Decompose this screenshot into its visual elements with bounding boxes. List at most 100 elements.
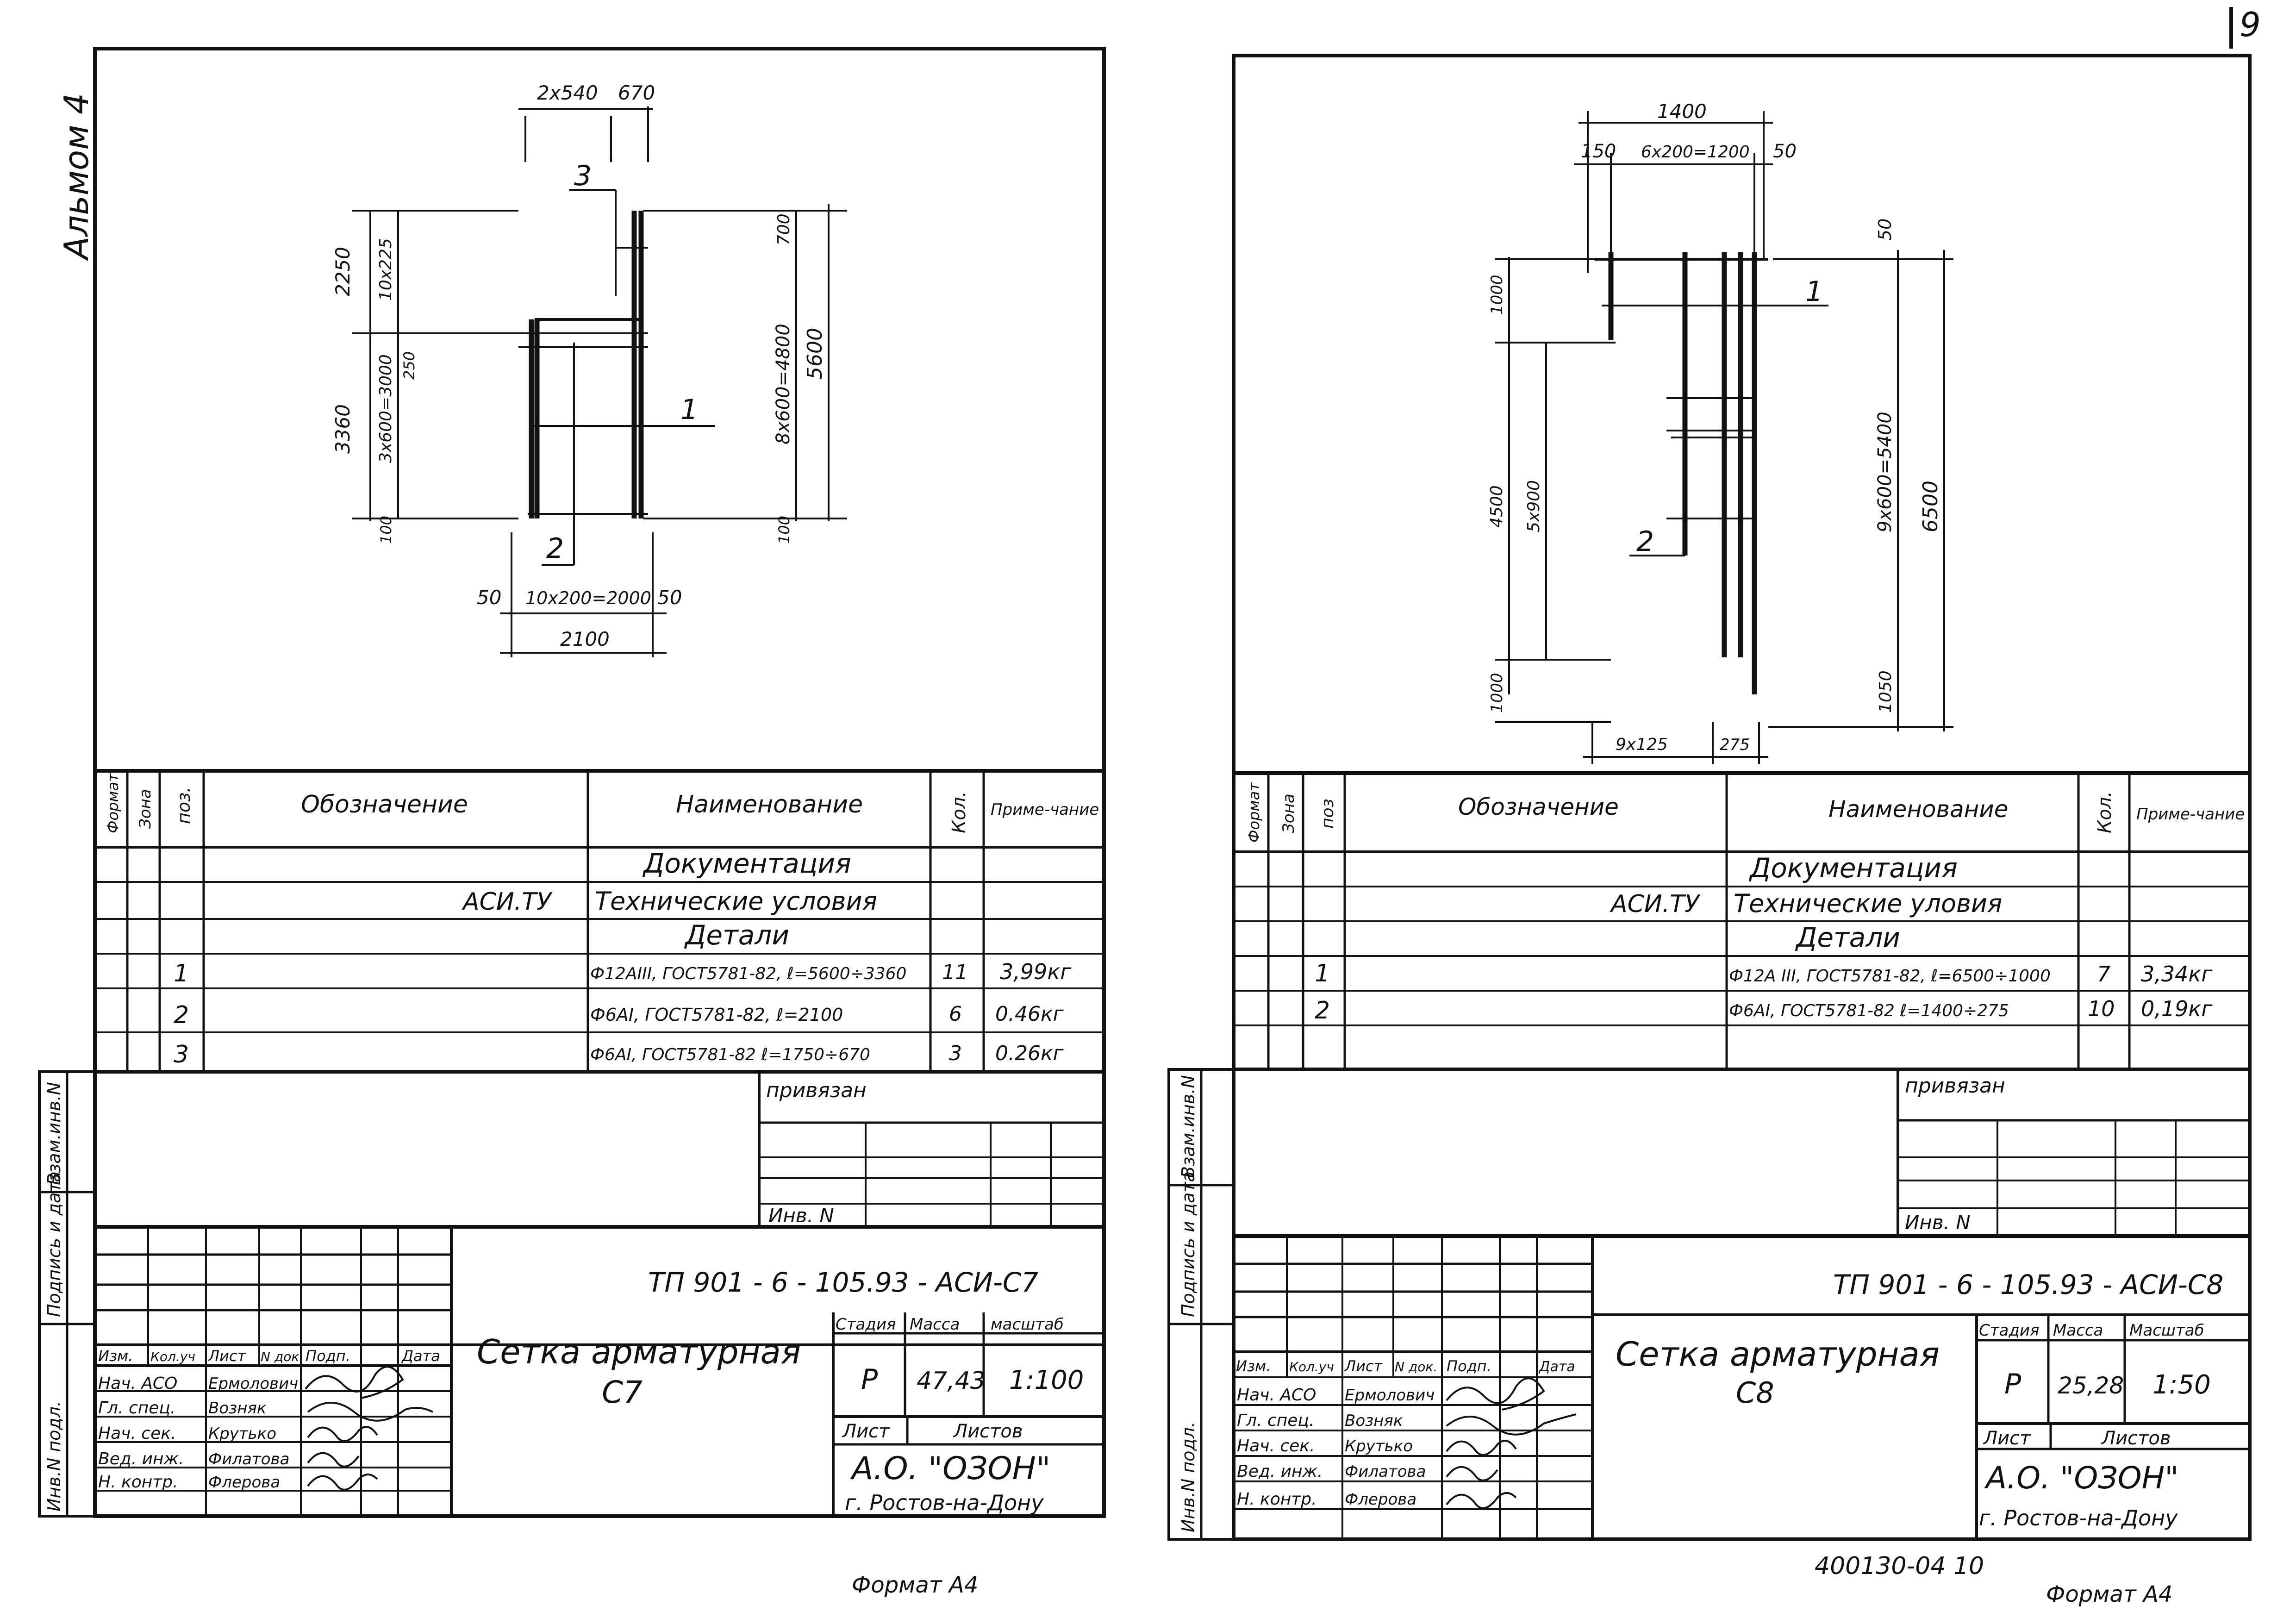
pos-2-label: 2	[1636, 525, 1654, 558]
masshtab-label: масштаб	[991, 1315, 1064, 1334]
stadiya-label: Стадия	[1979, 1321, 2039, 1340]
inv-n-label: Инв. N	[1905, 1211, 1971, 1234]
hdr-podp: Подп.	[306, 1347, 350, 1365]
dim-6500: 6500	[1919, 481, 1942, 532]
hdr-data: Дата	[1538, 1359, 1575, 1375]
side-stamp: Взам.инв.N Подпись и дата Инв.N подл.	[38, 1070, 96, 1518]
hdr-list: Лист	[208, 1347, 246, 1365]
staff-role-5: Н. контр.	[1237, 1490, 1317, 1509]
drawing-c8: 1400 150 6x200=1200 50 1	[1487, 100, 1953, 764]
signature-1	[305, 1366, 404, 1399]
masshtab-label: Масштаб	[2129, 1321, 2204, 1340]
title-line2: С8	[1736, 1376, 1774, 1410]
masshtab-value: 1:100	[1009, 1365, 1084, 1395]
staff-role-1: Нач. АСО	[1237, 1386, 1316, 1405]
staff-name-2: Возняк	[208, 1399, 267, 1418]
org-name: А.О. "ОЗОН"	[850, 1450, 1050, 1487]
hdr-designation: Обозначение	[1458, 793, 1619, 820]
signature-2	[307, 1402, 433, 1422]
spec-table-c7: Формат Зона поз. Обозначение Наименовани…	[95, 769, 1104, 1074]
row3-name: Ф6АI, ГОСТ5781-82 ℓ=1750÷670	[590, 1045, 870, 1064]
row3-qty: 3	[949, 1042, 962, 1065]
staff-role-4: Вед. инж.	[1237, 1462, 1323, 1481]
staff-role-1: Нач. АСО	[98, 1374, 177, 1393]
hdr-note: Приме-чание	[991, 800, 1099, 819]
stamp-podpis: Подпись и дата	[44, 1171, 64, 1317]
staff-role-2: Гл. спец.	[98, 1399, 175, 1418]
signature-4	[307, 1452, 360, 1468]
hdr-qty: Кол.	[2094, 791, 2115, 833]
row2-pos: 2	[1315, 997, 1330, 1024]
dim-5600: 5600	[803, 328, 827, 380]
row1-qty: 7	[2097, 962, 2110, 987]
dim-9x125: 9x125	[1616, 735, 1668, 754]
row1-pos: 1	[1315, 960, 1330, 987]
dim-1400: 1400	[1657, 100, 1707, 123]
hdr-podp: Подп.	[1447, 1357, 1491, 1375]
staff-name-2: Возняк	[1345, 1412, 1403, 1430]
doc-name: Технические условия	[595, 887, 877, 916]
pos-2-label: 2	[546, 532, 564, 565]
sheet-frame	[93, 47, 1106, 1518]
dim-1000a: 1000	[1488, 275, 1506, 315]
dim-4500: 4500	[1487, 485, 1506, 528]
dim-250: 250	[400, 351, 418, 380]
row1-name: Ф12АIII, ГОСТ5781-82, ℓ=5600÷3360	[590, 964, 906, 983]
massa-value: 47,43	[917, 1367, 986, 1395]
dim-50b: 50	[1875, 219, 1895, 241]
staff-role-2: Гл. спец.	[1237, 1411, 1314, 1430]
row2-note: 0.46кг	[995, 1002, 1064, 1026]
row1-name: Ф12А III, ГОСТ5781-82, ℓ=6500÷1000	[1729, 967, 2051, 986]
section-doc: Документация	[1748, 852, 1958, 884]
hdr-izm: Изм.	[1236, 1357, 1271, 1375]
stamp-inv: Инв.N подл.	[1178, 1422, 1198, 1532]
stadiya-value: Р	[861, 1363, 878, 1396]
dim-1000b: 1000	[1488, 673, 1506, 713]
pos-3-label: 3	[574, 160, 592, 192]
sheet-c7: Взам.инв.N Подпись и дата Инв.N подл. 2x…	[38, 47, 1106, 1598]
row2-qty: 10	[2088, 996, 2115, 1021]
row1-note: 3,99кг	[1000, 959, 1072, 984]
staff-name-4: Филатова	[208, 1450, 289, 1468]
title-line1: Сетка арматурная	[1616, 1335, 1940, 1374]
listov-label: Листов	[953, 1421, 1023, 1442]
signature-2	[1446, 1413, 1577, 1436]
row2-qty: 6	[949, 1002, 962, 1026]
dim-275: 275	[1720, 736, 1750, 754]
hdr-note: Приме-чание	[2136, 805, 2245, 824]
row2-note: 0,19кг	[2141, 996, 2213, 1021]
hdr-kol: Кол.уч	[1289, 1359, 1334, 1374]
row1-pos: 1	[174, 960, 189, 987]
dim-50b: 50	[657, 586, 682, 609]
hdr-kol: Кол.уч	[150, 1349, 195, 1364]
hdr-data: Дата	[401, 1347, 440, 1365]
doc-designation: АСИ.ТУ	[462, 888, 553, 916]
staff-name-5: Флерова	[208, 1473, 280, 1492]
dim-100b: 100	[775, 516, 793, 544]
staff-role-5: Н. контр.	[98, 1473, 178, 1492]
stamp-vzam: Взам.инв.N	[44, 1082, 64, 1185]
drawing-c7: 2x540 670 3 2250	[331, 81, 847, 657]
staff-name-5: Флерова	[1345, 1490, 1416, 1509]
row2-name: Ф6АI, ГОСТ5781-82 ℓ=1400÷275	[1729, 1001, 2009, 1020]
staff-name-3: Крутько	[1345, 1437, 1413, 1455]
signature-1	[1446, 1377, 1545, 1411]
pos-1-label: 1	[1805, 275, 1823, 308]
listov-label: Листов	[2101, 1428, 2171, 1449]
org-name: А.О. "ОЗОН"	[1984, 1460, 2179, 1496]
hdr-zone: Зона	[136, 789, 155, 829]
org-city: г. Ростов-на-Дону	[845, 1490, 1044, 1515]
hdr-ndok: N док.	[261, 1349, 303, 1364]
massa-value: 25,28	[2058, 1372, 2124, 1399]
hdr-format: Формат	[1245, 782, 1263, 843]
title-block-c8: Изм. Кол.уч Лист N док. Подп. Дата Нач. …	[1234, 1236, 2250, 1539]
hdr-pos: поз	[1318, 799, 1337, 829]
masshtab-value: 1:50	[2152, 1370, 2211, 1400]
row1-qty: 11	[942, 961, 968, 984]
section-parts: Детали	[1795, 922, 1900, 953]
massa-label: Масса	[910, 1315, 960, 1334]
dim-700: 700	[774, 213, 793, 245]
dim-10x225: 10x225	[376, 238, 395, 301]
staff-role-3: Нач. сек.	[1237, 1437, 1315, 1455]
